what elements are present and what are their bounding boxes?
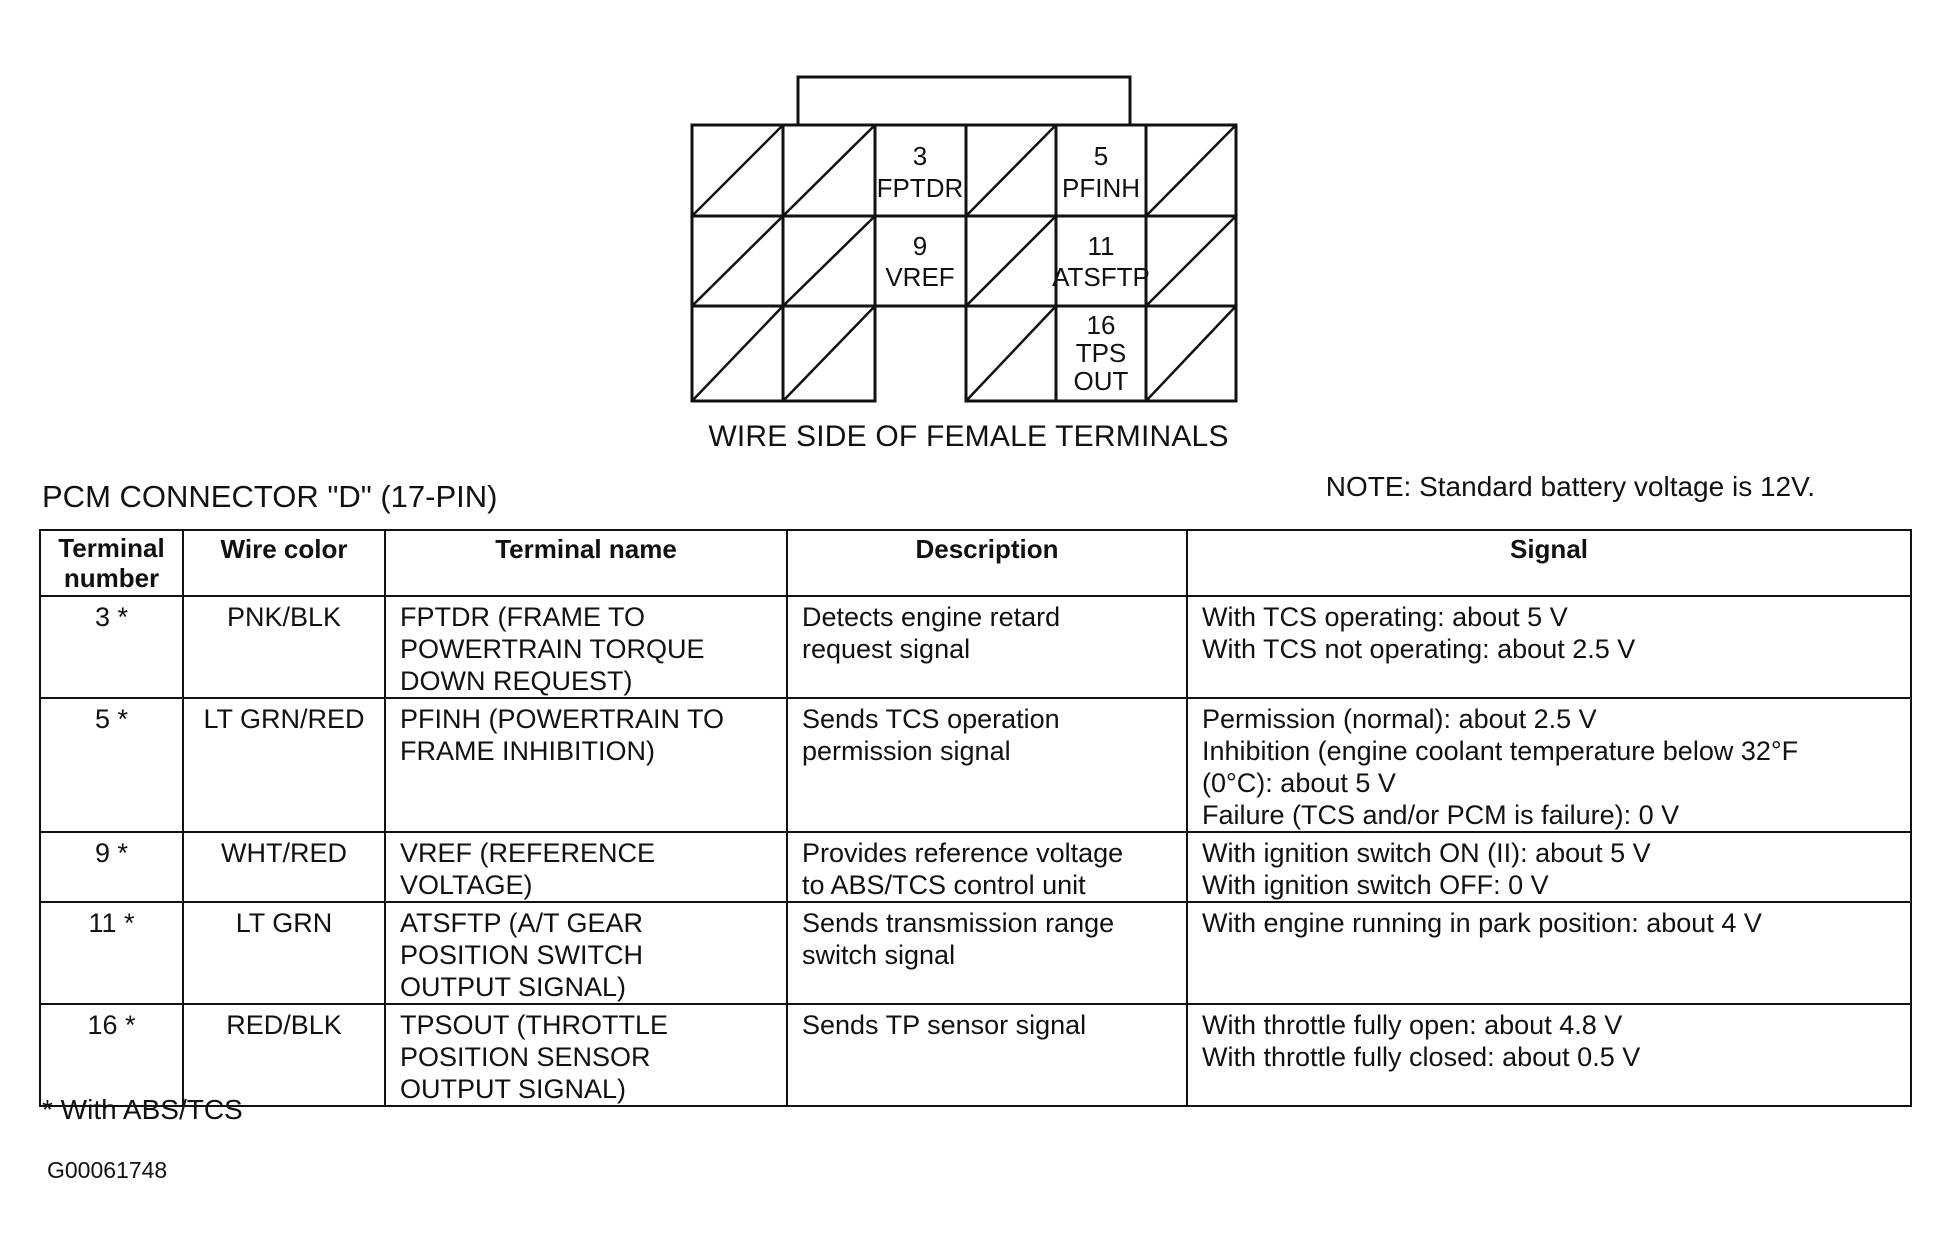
terminal-table: Terminal number Wire color Terminal name… — [39, 529, 1912, 1107]
figure-id: G00061748 — [47, 1157, 168, 1183]
pin-3-name: FPTDR — [877, 173, 964, 203]
cell-description: Detects engine retard request signal — [786, 595, 1188, 699]
terminal-name-line: VREF (REFERENCE — [400, 838, 656, 868]
cell-terminal-number: 5 * — [39, 697, 184, 833]
signal-line: With engine running in park position: ab… — [1202, 908, 1762, 938]
connector-title: PCM CONNECTOR "D" (17-PIN) — [42, 479, 498, 514]
pin-11-number: 11 — [1088, 231, 1115, 261]
terminal-name-line: ATSFTP (A/T GEAR — [400, 908, 644, 938]
pin-16: 16 TPS OUT — [1074, 310, 1129, 396]
connector-lock-tab — [796, 75, 1132, 127]
pin-16-number: 16 — [1087, 310, 1116, 340]
battery-voltage-note: NOTE: Standard battery voltage is 12V. — [1325, 471, 1815, 502]
terminal-name-line: FRAME INHIBITION) — [400, 736, 655, 766]
signal-line: With ignition switch OFF: 0 V — [1202, 870, 1549, 900]
pin-3-number: 3 — [913, 141, 927, 171]
pin-9: 9 VREF — [885, 231, 954, 292]
cell-signal: With TCS operating: about 5 V With TCS n… — [1186, 595, 1912, 699]
terminal-name-line: VOLTAGE) — [400, 870, 533, 900]
pin-11: 11 ATSFTP — [1052, 231, 1150, 292]
cell-signal: With engine running in park position: ab… — [1186, 901, 1912, 1005]
pin-9-number: 9 — [913, 231, 927, 261]
terminal-name-line: OUTPUT SIGNAL) — [400, 972, 627, 1002]
description-line: request signal — [802, 634, 971, 664]
cell-wire-color: WHT/RED — [182, 831, 386, 903]
cell-wire-color: PNK/BLK — [182, 595, 386, 699]
cell-terminal-number: 3 * — [39, 595, 184, 699]
cell-terminal-name: VREF (REFERENCE VOLTAGE) — [384, 831, 788, 903]
table-row: 11 * LT GRN ATSFTP (A/T GEAR POSITION SW… — [39, 901, 1912, 1005]
terminal-name-line: DOWN REQUEST) — [400, 666, 633, 696]
pin-11-name: ATSFTP — [1052, 262, 1150, 292]
terminal-name-line: TPSOUT (THROTTLE — [400, 1010, 669, 1040]
description-line: to ABS/TCS control unit — [802, 870, 1086, 900]
table-header-row: Terminal number Wire color Terminal name… — [39, 529, 1912, 597]
description-line: Sends TCS operation — [802, 704, 1060, 734]
pin-5: 5 PFINH — [1062, 141, 1140, 203]
cell-terminal-name: ATSFTP (A/T GEAR POSITION SWITCH OUTPUT … — [384, 901, 788, 1005]
terminal-name-line: OUTPUT SIGNAL) — [400, 1074, 627, 1104]
cell-wire-color: LT GRN — [182, 901, 386, 1005]
terminal-name-line: POWERTRAIN TORQUE — [400, 634, 705, 664]
signal-line: Failure (TCS and/or PCM is failure): 0 V — [1202, 800, 1680, 830]
cell-terminal-number: 11 * — [39, 901, 184, 1005]
unused-cavities — [691, 124, 1237, 402]
connector-diagram: 3 FPTDR 5 PFINH 9 VREF 11 ATSFTP 16 TPS … — [690, 75, 1238, 403]
signal-line: With ignition switch ON (II): about 5 V — [1202, 838, 1651, 868]
signal-line: With TCS operating: about 5 V — [1202, 602, 1568, 632]
header-wire-color: Wire color — [182, 529, 386, 597]
header-description: Description — [786, 529, 1188, 597]
cell-terminal-name: FPTDR (FRAME TO POWERTRAIN TORQUE DOWN R… — [384, 595, 788, 699]
header-terminal-number-line-1: Terminal — [58, 533, 165, 563]
connector-caption: WIRE SIDE OF FEMALE TERMINALS — [708, 420, 1229, 453]
cell-signal: With throttle fully open: about 4.8 V Wi… — [1186, 1003, 1912, 1107]
header-terminal-number-line-2: number — [63, 563, 160, 593]
signal-line: Permission (normal): about 2.5 V — [1202, 704, 1597, 734]
description-line: Provides reference voltage — [802, 838, 1124, 868]
table-row: 9 * WHT/RED VREF (REFERENCE VOLTAGE) Pro… — [39, 831, 1912, 903]
pin-16-name-line-1: TPS — [1076, 338, 1127, 368]
header-signal: Signal — [1186, 529, 1912, 597]
terminal-name-line: FPTDR (FRAME TO — [400, 602, 646, 632]
description-line: Detects engine retard — [802, 602, 1061, 632]
table-row: 16 * RED/BLK TPSOUT (THROTTLE POSITION S… — [39, 1003, 1912, 1107]
header-terminal-name: Terminal name — [384, 529, 788, 597]
cell-terminal-number: 9 * — [39, 831, 184, 903]
signal-line: Inhibition (engine coolant temperature b… — [1202, 736, 1799, 766]
cell-description: Sends transmission range switch signal — [786, 901, 1188, 1005]
cell-wire-color: LT GRN/RED — [182, 697, 386, 833]
cell-terminal-name: PFINH (POWERTRAIN TO FRAME INHIBITION) — [384, 697, 788, 833]
description-line: permission signal — [802, 736, 1011, 766]
cell-signal: Permission (normal): about 2.5 V Inhibit… — [1186, 697, 1912, 833]
cell-description: Sends TP sensor signal — [786, 1003, 1188, 1107]
signal-line: With TCS not operating: about 2.5 V — [1202, 634, 1636, 664]
pin-5-name: PFINH — [1062, 173, 1140, 203]
cell-terminal-number: 16 * — [39, 1003, 184, 1107]
terminal-name-line: PFINH (POWERTRAIN TO — [400, 704, 725, 734]
connector-body — [690, 123, 1238, 403]
pin-9-name: VREF — [885, 262, 954, 292]
cell-description: Provides reference voltage to ABS/TCS co… — [786, 831, 1188, 903]
pin-16-name-line-2: OUT — [1074, 366, 1129, 396]
signal-line: With throttle fully closed: about 0.5 V — [1202, 1042, 1641, 1072]
signal-line: (0°C): about 5 V — [1202, 768, 1396, 798]
description-line: switch signal — [802, 940, 956, 970]
terminal-name-line: POSITION SWITCH — [400, 940, 643, 970]
header-terminal-number: Terminal number — [39, 529, 184, 597]
cell-signal: With ignition switch ON (II): about 5 V … — [1186, 831, 1912, 903]
footnote: * With ABS/TCS — [42, 1094, 243, 1125]
signal-line: With throttle fully open: about 4.8 V — [1202, 1010, 1623, 1040]
pin-3: 3 FPTDR — [877, 141, 964, 203]
cell-description: Sends TCS operation permission signal — [786, 697, 1188, 833]
cell-terminal-name: TPSOUT (THROTTLE POSITION SENSOR OUTPUT … — [384, 1003, 788, 1107]
description-line: Sends TP sensor signal — [802, 1010, 1087, 1040]
pin-5-number: 5 — [1094, 141, 1108, 171]
table-row: 3 * PNK/BLK FPTDR (FRAME TO POWERTRAIN T… — [39, 595, 1912, 699]
terminal-name-line: POSITION SENSOR — [400, 1042, 651, 1072]
description-line: Sends transmission range — [802, 908, 1115, 938]
table-row: 5 * LT GRN/RED PFINH (POWERTRAIN TO FRAM… — [39, 697, 1912, 833]
cell-wire-color: RED/BLK — [182, 1003, 386, 1107]
